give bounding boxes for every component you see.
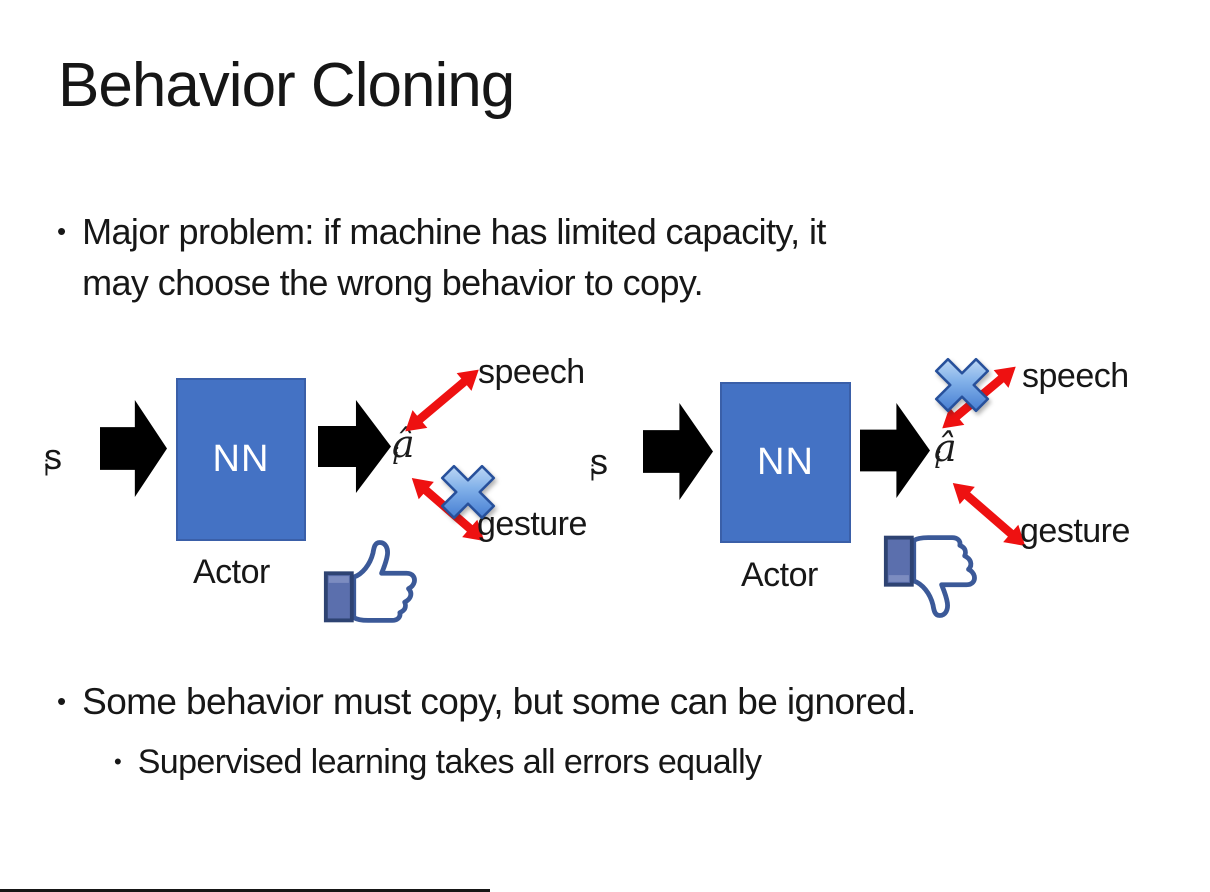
actor-label: Actor	[193, 553, 270, 591]
bullet-line-1: Major problem: if machine has limited ca…	[82, 211, 826, 252]
nn-label: NN	[757, 441, 814, 483]
bullet-some-behavior: • Some behavior must copy, but some can …	[57, 676, 1177, 727]
bullet-major-problem: • Major problem: if machine has limited …	[57, 206, 1137, 308]
bullet-supervised-learning: • Supervised learning takes all errors e…	[114, 739, 1174, 785]
action-symbol: â	[934, 426, 957, 470]
gesture-label: gesture	[1020, 512, 1130, 550]
bullet-line-2: may choose the wrong behavior to copy.	[82, 262, 704, 303]
cross-out-icon	[930, 353, 994, 417]
bullet-major-problem-text: Major problem: if machine has limited ca…	[82, 206, 826, 308]
input-arrow	[643, 403, 713, 500]
thumbs-up-icon	[322, 533, 422, 627]
actor-label: Actor	[741, 556, 818, 594]
nn-box: NN	[720, 382, 851, 543]
nn-label: NN	[212, 438, 270, 480]
speech-label: speech	[478, 353, 585, 391]
input-arrow	[100, 400, 167, 497]
action-subscript: i	[392, 442, 400, 471]
bullet-dot: •	[57, 686, 67, 716]
action-symbol: â	[392, 422, 415, 466]
state-symbol: s	[590, 441, 608, 482]
speech-label: speech	[1022, 357, 1129, 395]
thumbs-down-icon	[882, 531, 982, 625]
cross-out-icon	[436, 460, 500, 524]
bullet-dot: •	[57, 216, 67, 246]
state-subscript: i	[590, 460, 595, 486]
output-arrow	[318, 400, 391, 493]
bottom-edge-bar	[0, 889, 490, 892]
speech-doublearrow-icon	[397, 359, 488, 441]
state-subscript: i	[44, 455, 49, 481]
bullet-some-behavior-text: Some behavior must copy, but some can be…	[82, 681, 916, 722]
gesture-label: gesture	[477, 505, 587, 543]
slide-title: Behavior Cloning	[58, 51, 515, 120]
gesture-doublearrow-icon	[944, 473, 1034, 556]
output-arrow	[860, 403, 930, 498]
action-subscript: i	[934, 446, 942, 475]
nn-box: NN	[176, 378, 306, 541]
bullet-supervised-learning-text: Supervised learning takes all errors equ…	[137, 743, 762, 781]
state-symbol: s	[44, 436, 62, 477]
bullet-dot: •	[114, 749, 122, 774]
